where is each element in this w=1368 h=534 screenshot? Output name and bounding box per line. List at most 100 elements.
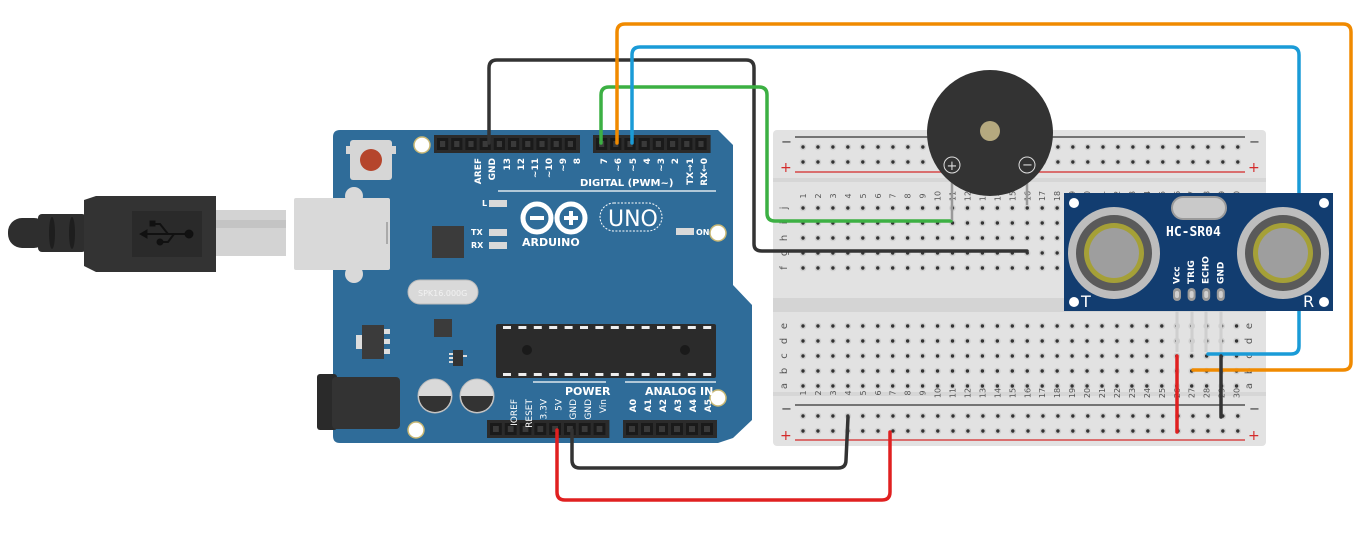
breadboard-hole[interactable] [1098,382,1106,390]
breadboard-hole[interactable] [829,382,837,390]
breadboard-hole[interactable] [1099,143,1107,151]
breadboard-hole[interactable] [934,264,941,272]
breadboard-hole[interactable] [1129,143,1137,151]
breadboard-hole[interactable] [979,264,986,272]
breadboard-hole[interactable] [874,337,882,345]
breadboard-hole[interactable] [1053,204,1061,212]
breadboard-hole[interactable] [829,412,837,420]
breadboard-hole[interactable] [919,322,926,330]
breadboard-hole[interactable] [949,412,957,420]
breadboard-hole[interactable] [1009,234,1016,242]
breadboard-hole[interactable] [934,204,941,212]
breadboard-hole[interactable] [1113,352,1121,360]
breadboard-hole[interactable] [844,382,852,390]
breadboard-hole[interactable] [1098,337,1106,345]
breadboard-hole[interactable] [889,337,896,345]
breadboard-hole[interactable] [964,352,971,360]
breadboard-hole[interactable] [1159,412,1167,420]
breadboard-hole[interactable] [859,204,867,212]
breadboard-hole[interactable] [1068,367,1076,375]
breadboard-hole[interactable] [1219,427,1227,435]
breadboard-hole[interactable] [904,322,911,330]
breadboard-hole[interactable] [1113,337,1121,345]
breadboard-hole[interactable] [1204,412,1212,420]
breadboard-hole[interactable] [874,143,882,151]
breadboard-hole[interactable] [1069,158,1077,166]
breadboard-hole[interactable] [814,427,822,435]
breadboard-hole[interactable] [934,352,941,360]
breadboard-hole[interactable] [949,427,957,435]
breadboard-hole[interactable] [919,427,927,435]
breadboard-hole[interactable] [1053,382,1061,390]
breadboard-hole[interactable] [1174,158,1182,166]
breadboard-hole[interactable] [1023,352,1031,360]
breadboard-hole[interactable] [844,337,852,345]
breadboard-hole[interactable] [1009,204,1016,212]
breadboard-hole[interactable] [1143,382,1151,390]
digital-pin-socket[interactable] [681,138,693,150]
breadboard-hole[interactable] [1113,367,1121,375]
breadboard-hole[interactable] [994,337,1001,345]
breadboard-hole[interactable] [859,322,867,330]
breadboard-hole[interactable] [964,412,972,420]
breadboard-hole[interactable] [1189,158,1197,166]
analog-pin-socket[interactable] [641,423,653,435]
breadboard-hole[interactable] [964,204,971,212]
wire-green-pin7-to-buzzer[interactable] [599,85,953,223]
breadboard-hole[interactable] [1009,382,1016,390]
breadboard-hole[interactable] [1098,322,1106,330]
digital-pin-socket[interactable] [667,138,679,150]
breadboard-hole[interactable] [844,204,852,212]
breadboard-hole[interactable] [814,382,822,390]
breadboard-hole[interactable] [1144,412,1152,420]
breadboard-hole[interactable] [1053,219,1061,227]
breadboard-hole[interactable] [1038,322,1046,330]
breadboard-hole[interactable] [979,412,987,420]
digital-pin-socket[interactable] [652,138,664,150]
breadboard-hole[interactable] [1143,352,1151,360]
breadboard-hole[interactable] [844,234,852,242]
breadboard-hole[interactable] [829,337,837,345]
breadboard-hole[interactable] [904,337,911,345]
breadboard-hole[interactable] [889,234,896,242]
breadboard-hole[interactable] [1038,382,1046,390]
breadboard-hole[interactable] [799,158,807,166]
breadboard-hole[interactable] [979,322,986,330]
breadboard-hole[interactable] [1068,322,1076,330]
breadboard-hole[interactable] [874,322,882,330]
digital-pin-socket[interactable] [437,138,449,150]
digital-pin-socket[interactable] [550,138,562,150]
breadboard-hole[interactable] [874,234,882,242]
digital-pin-socket[interactable] [465,138,477,150]
wire-black-gnd-to-rail[interactable] [570,415,850,470]
breadboard-hole[interactable] [949,352,956,360]
breadboard-hole[interactable] [799,143,807,151]
breadboard-hole[interactable] [979,219,986,227]
breadboard-hole[interactable] [994,322,1001,330]
breadboard-hole[interactable] [859,158,867,166]
breadboard-hole[interactable] [1204,427,1212,435]
breadboard-hole[interactable] [1189,427,1197,435]
breadboard-hole[interactable] [844,264,852,272]
breadboard-hole[interactable] [1053,249,1061,257]
breadboard-hole[interactable] [829,264,837,272]
breadboard-hole[interactable] [814,337,822,345]
digital-pin-socket[interactable] [451,138,463,150]
breadboard-hole[interactable] [889,352,896,360]
breadboard-hole[interactable] [1143,367,1151,375]
breadboard-hole[interactable] [1069,427,1077,435]
power-pin-socket[interactable] [578,423,591,435]
breadboard-hole[interactable] [994,412,1002,420]
breadboard-hole[interactable] [1054,158,1062,166]
breadboard-hole[interactable] [1009,337,1016,345]
digital-pin-socket[interactable] [564,138,576,150]
breadboard-hole[interactable] [814,322,822,330]
breadboard-hole[interactable] [1039,427,1047,435]
breadboard-hole[interactable] [904,412,912,420]
breadboard-hole[interactable] [1038,219,1046,227]
breadboard-hole[interactable] [844,143,852,151]
breadboard-hole[interactable] [1083,382,1091,390]
breadboard-hole[interactable] [1053,337,1061,345]
breadboard-hole[interactable] [1159,143,1167,151]
breadboard-hole[interactable] [934,322,941,330]
